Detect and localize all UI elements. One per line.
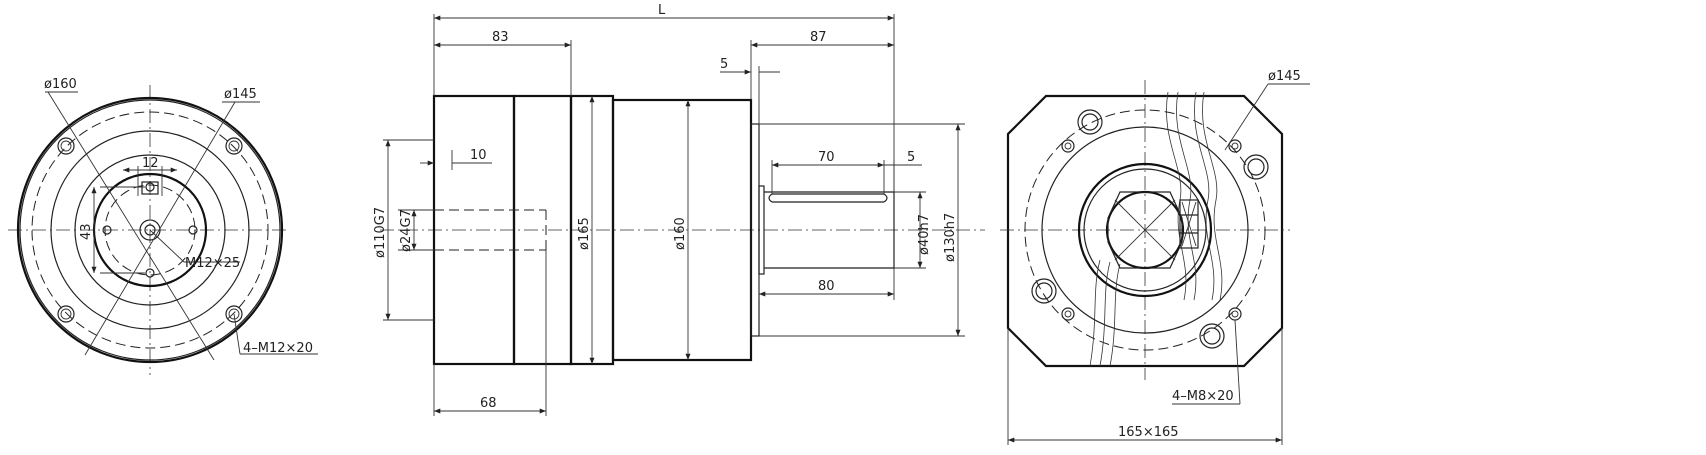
side-view: L 83 87 5 10 70 5 ø110G7 ø24G7 ø165 ø160… [373, 3, 985, 416]
rear-holes-label: 4–M8×20 [1172, 389, 1234, 404]
side-d110-label: ø110G7 [373, 207, 388, 258]
side-5b-label: 5 [907, 150, 915, 165]
front-center-tap-label: M12×25 [185, 256, 240, 271]
rear-square-label: 165×165 [1118, 425, 1179, 440]
side-83-label: 83 [492, 30, 509, 45]
side-overall-L-label: L [658, 3, 666, 18]
front-holes-label: 4–M12×20 [243, 341, 313, 356]
rear-d145-label: ø145 [1268, 69, 1301, 84]
side-68-label: 68 [480, 396, 497, 411]
side-80-label: 80 [818, 279, 835, 294]
front-view: ø160 ø145 12 43 M12×25 4–M12×20 [8, 77, 318, 375]
front-d145-label: ø145 [224, 87, 257, 102]
rear-view: ø145 4–M8×20 165×165 [1000, 69, 1310, 445]
side-d130-label: ø130h7 [943, 213, 958, 262]
front-dim43-label: 43 [79, 223, 94, 240]
side-d40-label: ø40h7 [917, 214, 932, 255]
side-d24-label: ø24G7 [399, 209, 414, 252]
side-87-label: 87 [810, 30, 827, 45]
side-d160-label: ø160 [673, 217, 688, 250]
side-70-label: 70 [818, 150, 835, 165]
front-dim12-label: 12 [142, 156, 159, 171]
side-d165-label: ø165 [577, 217, 592, 250]
side-10-label: 10 [470, 148, 487, 163]
side-5a-label: 5 [720, 57, 728, 72]
front-d160-label: ø160 [44, 77, 77, 92]
